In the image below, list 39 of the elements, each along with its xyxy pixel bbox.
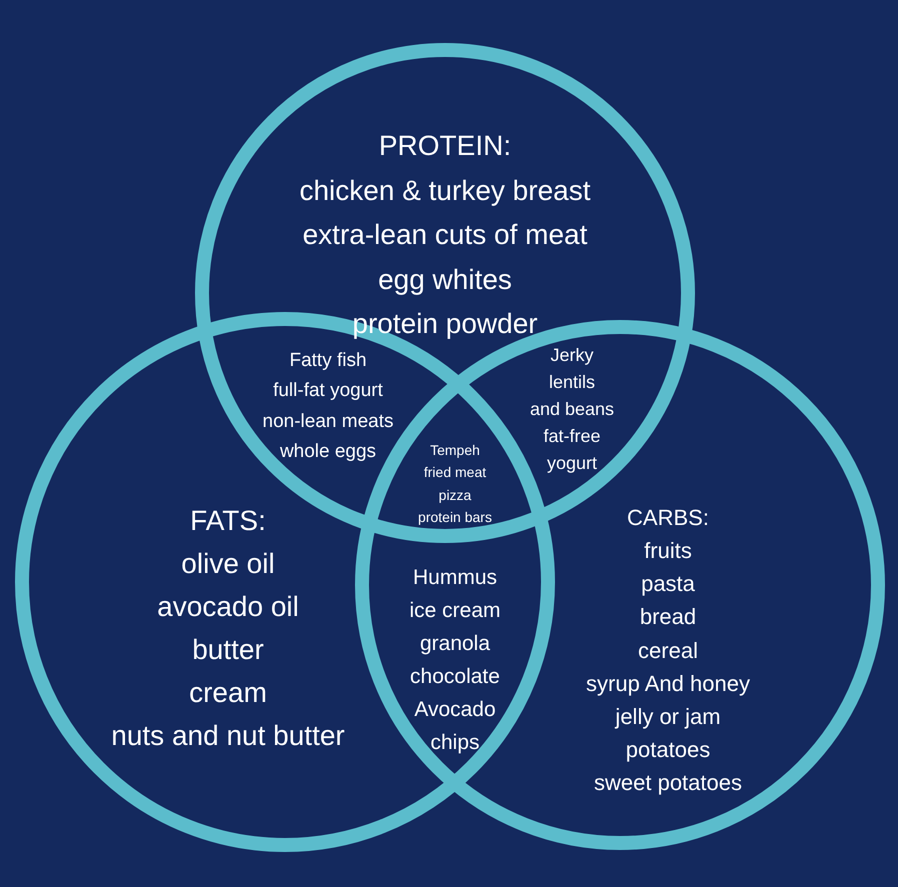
food-item: cream bbox=[189, 677, 267, 710]
food-item: protein powder bbox=[352, 308, 538, 340]
food-item: avocado oil bbox=[157, 591, 299, 624]
food-item: extra-lean cuts of meat bbox=[302, 219, 588, 252]
food-item: potatoes bbox=[626, 737, 710, 762]
food-item: jelly or jam bbox=[615, 704, 721, 730]
food-item: sweet potatoes bbox=[594, 770, 742, 796]
category-heading: PROTEIN: bbox=[378, 130, 512, 162]
food-item: Avocado bbox=[414, 698, 496, 723]
food-item: butter bbox=[192, 634, 264, 666]
food-item: chicken & turkey breast bbox=[299, 174, 591, 207]
food-item: non-lean meats bbox=[262, 410, 394, 432]
food-item: pizza bbox=[438, 486, 472, 503]
food-item: whole eggs bbox=[280, 441, 376, 463]
food-item: pasta bbox=[641, 571, 695, 596]
food-item: full-fat yogurt bbox=[273, 380, 383, 402]
food-item: ice cream bbox=[409, 599, 501, 624]
food-item: nuts and nut butter bbox=[111, 720, 345, 752]
food-item: bread bbox=[640, 604, 696, 630]
food-item: protein bars bbox=[418, 509, 492, 526]
food-item: Fatty fish bbox=[289, 350, 367, 372]
food-item: lentils bbox=[548, 372, 596, 393]
food-item: fat-free bbox=[543, 426, 601, 447]
food-item: and beans bbox=[530, 399, 614, 420]
food-item: granola bbox=[420, 632, 490, 657]
food-item: syrup And honey bbox=[586, 670, 750, 696]
food-item: fruits bbox=[644, 538, 692, 564]
food-item: chips bbox=[430, 731, 480, 756]
food-item: fried meat bbox=[424, 464, 486, 480]
food-item: Hummus bbox=[413, 566, 497, 591]
category-heading: FATS: bbox=[190, 505, 266, 538]
food-item: cereal bbox=[638, 638, 698, 663]
category-heading: CARBS: bbox=[627, 504, 709, 530]
food-item: yogurt bbox=[546, 453, 598, 474]
food-item: chocolate bbox=[410, 665, 500, 690]
food-item: olive oil bbox=[181, 548, 275, 580]
food-item: Jerky bbox=[550, 345, 594, 366]
food-item: Tempeh bbox=[430, 442, 480, 458]
food-item: egg whites bbox=[378, 264, 512, 296]
